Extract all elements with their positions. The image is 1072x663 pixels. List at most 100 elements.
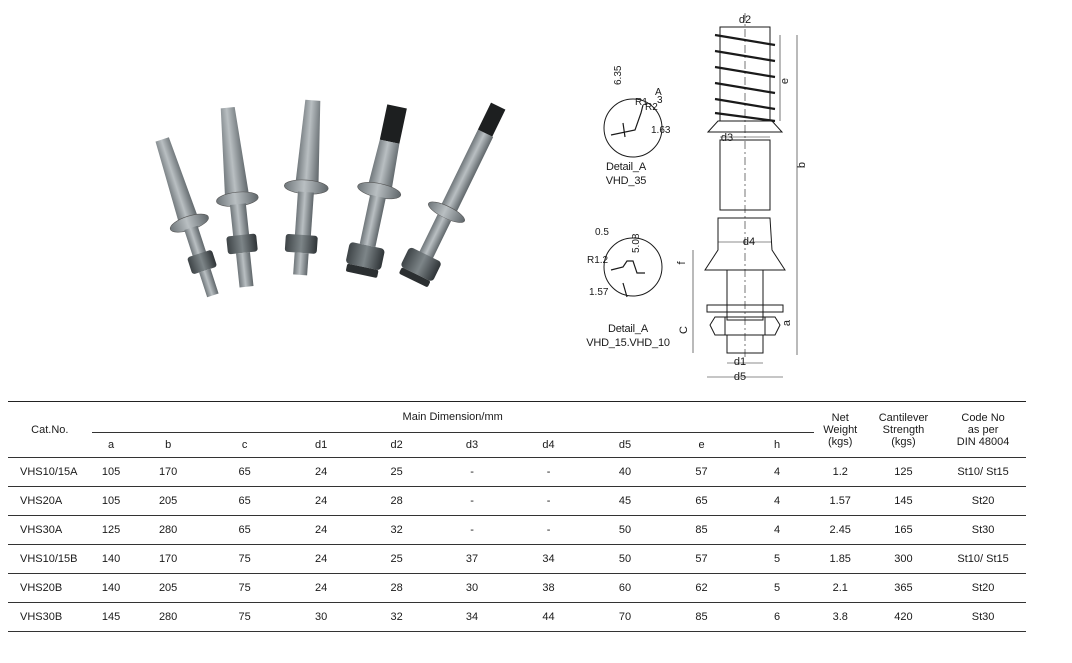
cell-net-weight: 3.8	[813, 602, 867, 632]
label-d1: d1	[734, 356, 746, 368]
header-dim-d3: d3	[465, 439, 479, 451]
header-cat-no: Cat.No.	[8, 401, 92, 458]
label-r12: R1.2	[587, 255, 609, 266]
cell-net-weight: 1.85	[813, 544, 867, 574]
header-net-weight: Net Weight (kgs)	[813, 401, 867, 458]
cell-dimension: 34	[509, 544, 588, 574]
cell-dimension: 85	[662, 515, 741, 545]
header-line: Strength	[882, 423, 925, 436]
cell-dimension: 75	[205, 573, 284, 603]
cell-net-weight: 1.2	[813, 457, 867, 487]
label-r1: R1	[635, 97, 648, 108]
pin-2	[216, 106, 259, 288]
cell-dimension: -	[434, 486, 510, 516]
header-dim-c: c	[241, 439, 248, 451]
header-line: Cantilever	[878, 411, 929, 424]
cell-dimension: 62	[662, 573, 741, 603]
cell-cat-no: VHS10/15B	[8, 544, 92, 574]
detail-subtitle: VHD_15.VHD_10	[586, 337, 670, 349]
header-line: Net	[831, 411, 849, 424]
label-c: C	[678, 326, 690, 334]
cell-dimension: 37	[434, 544, 510, 574]
header-line: (kgs)	[891, 435, 916, 448]
pin-1	[155, 137, 219, 298]
cell-dimension: 205	[130, 486, 206, 516]
cell-dimension: 75	[205, 602, 284, 632]
cell-dimension: 25	[358, 544, 435, 574]
detail-title: Detail_A	[606, 161, 646, 173]
cell-cat-no: VHS20B	[8, 573, 92, 603]
cell-dimension: 24	[283, 515, 359, 545]
cell-cantilever-strength: 165	[866, 515, 941, 545]
cell-dimension: 105	[91, 457, 131, 487]
label-a-detail: A	[655, 87, 662, 98]
cell-dimension: 28	[358, 486, 435, 516]
header-dim-b: b	[165, 439, 172, 451]
label-d3: d3	[721, 132, 733, 144]
cell-dimension: 4	[740, 486, 814, 516]
cell-dimension: -	[509, 486, 588, 516]
cell-dimension: 28	[358, 573, 435, 603]
cell-dimension: 170	[130, 457, 206, 487]
cell-cantilever-strength: 300	[866, 544, 941, 574]
header-cantilever-strength: Cantilever Strength (kgs)	[866, 401, 941, 458]
cell-cantilever-strength: 420	[866, 602, 941, 632]
label-05: 0.5	[595, 227, 609, 238]
cell-dimension: 4	[740, 515, 814, 545]
header-line: DIN 48004	[956, 435, 1010, 448]
cell-dimension: 205	[130, 573, 206, 603]
cell-dimension: -	[434, 515, 510, 545]
cell-dimension: 140	[91, 544, 131, 574]
cell-dimension: 38	[509, 573, 588, 603]
header-dim-a: a	[107, 439, 115, 451]
cell-code-no: St10/ St15	[940, 544, 1026, 574]
cell-dimension: 30	[283, 602, 359, 632]
cell-dimension: 140	[91, 573, 131, 603]
cell-dimension: 125	[91, 515, 131, 545]
cell-dimension: 4	[740, 457, 814, 487]
header-main-dimension: Main Dimension/mm	[91, 401, 814, 433]
cell-code-no: St30	[940, 515, 1026, 545]
cell-code-no: St20	[940, 573, 1026, 603]
cell-cantilever-strength: 125	[866, 457, 941, 487]
cell-dimension: -	[509, 515, 588, 545]
pin-4	[346, 104, 407, 278]
detail-circle-a35	[603, 98, 663, 158]
header-dim-h: h	[773, 439, 781, 451]
label-3: 3	[657, 95, 663, 106]
cell-dimension: 280	[130, 602, 206, 632]
pin-5	[399, 102, 506, 287]
product-photo	[155, 99, 506, 298]
cell-dimension: 60	[587, 573, 663, 603]
cell-dimension: 75	[205, 544, 284, 574]
cell-cantilever-strength: 145	[866, 486, 941, 516]
cell-code-no: St20	[940, 486, 1026, 516]
header-dim-d1: d1	[314, 439, 328, 451]
cell-dimension: 34	[434, 602, 510, 632]
cell-code-no: St30	[940, 602, 1026, 632]
cell-dimension: 170	[130, 544, 206, 574]
technical-drawing: d2 e d3 b d4 f C a d1 d5 6.35 R1 A R2 3 …	[587, 13, 808, 383]
cell-dimension: -	[434, 457, 510, 487]
cell-dimension: 57	[662, 544, 741, 574]
cell-dimension: 65	[205, 515, 284, 545]
cell-dimension: 65	[662, 486, 741, 516]
label-d5: d5	[734, 371, 746, 383]
header-code-no: Code No as per DIN 48004	[940, 401, 1026, 458]
label-r2: R2	[645, 102, 658, 113]
spec-table: Cat.No. Main Dimension/mm Net Weight (kg…	[8, 401, 1026, 632]
label-163: 1.63	[651, 125, 671, 136]
cell-dimension: 85	[662, 602, 741, 632]
cell-dimension: 145	[91, 602, 131, 632]
cell-dimension: 30	[434, 573, 510, 603]
header-line: as per	[967, 423, 999, 436]
cell-cat-no: VHS10/15A	[8, 457, 92, 487]
cell-cantilever-strength: 365	[866, 573, 941, 603]
cell-dimension: 57	[662, 457, 741, 487]
cell-dimension: 24	[283, 544, 359, 574]
pin-3	[284, 99, 329, 276]
